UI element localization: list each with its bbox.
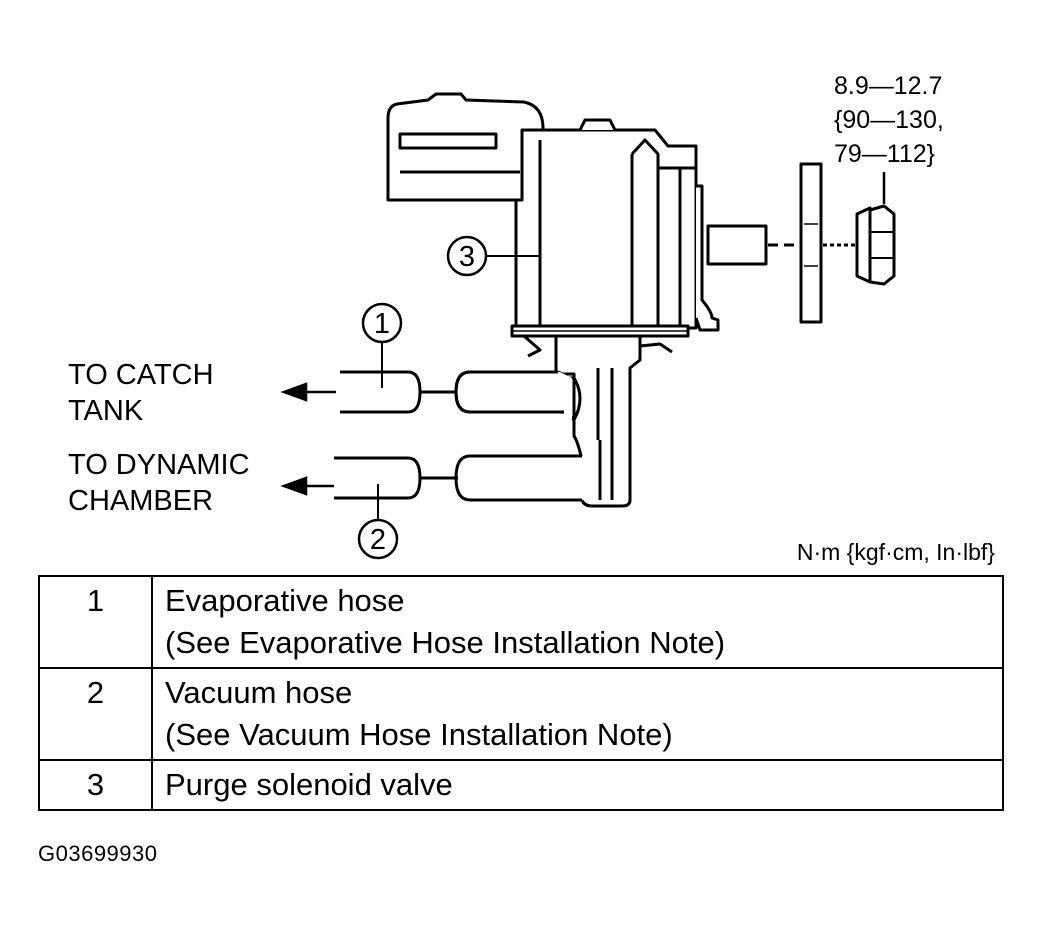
callout-2: 2: [357, 484, 399, 560]
dynamic-chamber-arrow-head-icon: [280, 476, 308, 496]
evaporative-hose: [340, 370, 576, 422]
legend-line: Vacuum hose: [165, 675, 353, 710]
legend-description: Vacuum hose (See Vacuum Hose Installatio…: [151, 667, 1004, 761]
table-row: 3 Purge solenoid valve: [38, 759, 1004, 811]
label-to-dynamic-chamber-line2: CHAMBER: [68, 485, 213, 517]
svg-text:1: 1: [374, 308, 390, 340]
legend-number: 2: [38, 667, 153, 761]
valve-body: [510, 118, 768, 338]
legend-line: Evaporative hose: [165, 583, 405, 618]
bracket-plate: [799, 162, 823, 324]
catch-tank-arrow-head-icon: [280, 382, 308, 402]
purge-solenoid-valve: [386, 92, 768, 508]
torque-spec-line2: {90—130,: [834, 106, 944, 134]
svg-text:2: 2: [370, 524, 386, 556]
legend-line: Purge solenoid valve: [165, 767, 453, 802]
legend-number: 1: [38, 575, 153, 669]
flow-arrows: [280, 382, 336, 496]
callout-1: 1: [361, 302, 403, 388]
legend-line: (See Vacuum Hose Installation Note): [165, 717, 673, 752]
mounting-bolt-assembly: [768, 162, 896, 324]
torque-spec-line3: 79—112}: [834, 140, 935, 168]
vacuum-hose: [334, 454, 584, 502]
table-row: 1 Evaporative hose (See Evaporative Hose…: [38, 575, 1004, 669]
flange-bolt-icon: [855, 204, 896, 286]
label-to-catch-tank-line1: TO CATCH: [68, 359, 214, 391]
port-housing: [523, 334, 673, 508]
legend-table: 1 Evaporative hose (See Evaporative Hose…: [38, 575, 1004, 811]
label-to-dynamic-chamber-line1: TO DYNAMIC: [68, 449, 250, 481]
figure-code: G03699930: [38, 841, 158, 866]
label-to-catch-tank-line2: TANK: [68, 395, 144, 427]
legend-line: (See Evaporative Hose Installation Note): [165, 625, 726, 660]
electrical-connector: [386, 92, 545, 328]
legend-description: Evaporative hose (See Evaporative Hose I…: [151, 575, 1004, 669]
legend-description: Purge solenoid valve: [151, 759, 1004, 811]
svg-text:3: 3: [459, 241, 475, 273]
legend-number: 3: [38, 759, 153, 811]
callout-3: 3: [446, 235, 540, 277]
table-row: 2 Vacuum hose (See Vacuum Hose Installat…: [38, 667, 1004, 761]
hoses: [334, 370, 584, 502]
torque-spec-line1: 8.9—12.7: [834, 72, 942, 100]
units-note: N·m {kgf·cm, In·lbf}: [797, 539, 995, 565]
